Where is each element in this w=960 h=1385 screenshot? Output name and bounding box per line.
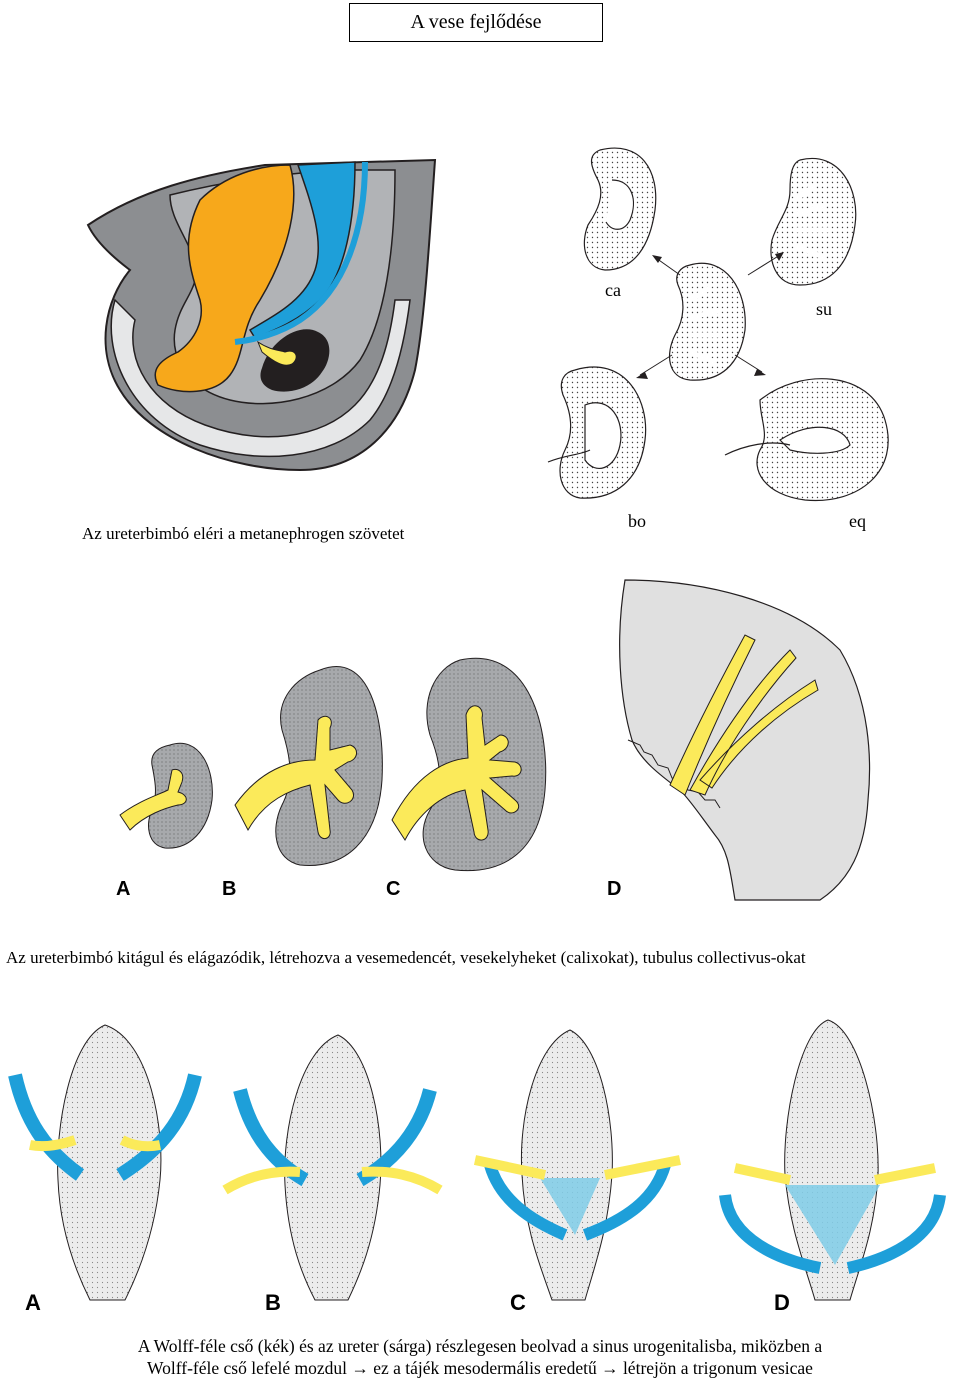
kidney-label-bo: bo [628, 511, 646, 531]
wolff-duct-a-left [8, 1073, 85, 1181]
kidney-label-su: su [816, 299, 833, 319]
ureteric-bud [256, 340, 297, 366]
orange-tissue [154, 164, 295, 393]
kidney-center [668, 262, 746, 381]
bladder-c [520, 1029, 613, 1301]
caption-bottom-line2: Wolff-féle cső lefelé mozdul → ez a tájé… [147, 1358, 813, 1378]
bladder-a [57, 1024, 162, 1301]
kidney-su [770, 157, 857, 286]
caption-bottom: A Wolff-féle cső (kék) és az ureter (sár… [0, 1335, 960, 1379]
trigone-d [785, 1185, 880, 1265]
wolff-duct-c-right [582, 1163, 671, 1241]
collecting-ducts-d [669, 634, 819, 796]
caption-bottom-line1: A Wolff-féle cső (kék) és az ureter (sár… [137, 1336, 823, 1356]
ureter-a-right [119, 1135, 161, 1152]
caption-middle: Az ureterbimbó kitágul és elágazódik, lé… [6, 948, 806, 967]
ureter-b-right [361, 1166, 443, 1195]
caption-top-left: Az ureterbimbó eléri a metanephrogen szö… [82, 524, 405, 543]
wolff-duct-d-left [719, 1193, 822, 1274]
bladder-d [784, 1019, 879, 1301]
wolff-duct-c-left [484, 1163, 568, 1241]
kidney-label-eq: eq [849, 511, 866, 531]
page-title: A vese fejlődése [349, 3, 603, 42]
trigone-c [540, 1178, 600, 1235]
panel-label-mid-a: A [116, 878, 131, 900]
panel-label-mid-c: C [386, 878, 401, 900]
panel-label-bottom-d: D [774, 1290, 790, 1315]
panel-label-bottom-c: C [510, 1290, 526, 1315]
bud-stage-a [119, 769, 187, 831]
ureter-a-left [29, 1135, 77, 1152]
bladder-b [284, 1034, 382, 1301]
wolff-duct-d-right [846, 1193, 946, 1274]
kidney-label-ca: ca [605, 280, 621, 300]
wolff-duct-a-right [116, 1073, 202, 1181]
bud-stage-c [391, 705, 522, 841]
panel-label-mid-b: B [222, 878, 237, 900]
bud-stage-b [234, 715, 357, 839]
ureter-b-left [222, 1166, 301, 1195]
ureter-c [473, 1155, 681, 1180]
panel-label-bottom-a: A [25, 1290, 41, 1315]
ureter-d [733, 1163, 936, 1185]
panel-label-mid-d: D [607, 878, 622, 900]
light-band [110, 298, 411, 458]
panel-label-bottom-b: B [265, 1290, 281, 1315]
blue-duct-thin [234, 161, 368, 345]
